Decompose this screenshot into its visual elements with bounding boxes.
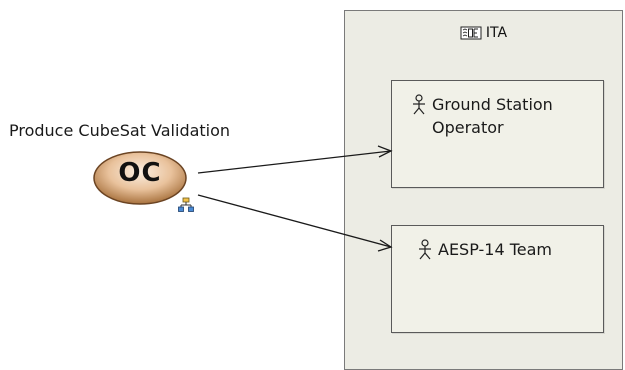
edge-capability-to-ground-station-operator[interactable] (197, 145, 393, 174)
capability-badge: OC (118, 158, 162, 188)
actor-box-aesp-14-team[interactable]: AESP-14 Team (391, 225, 604, 333)
actor-icon (412, 94, 426, 116)
actor-row: AESP-14 Team (418, 238, 552, 261)
edge-capability-to-aesp-14-team[interactable] (197, 194, 393, 252)
organization-icon (460, 26, 482, 40)
capability-label: Produce CubeSat Validation (9, 121, 231, 140)
actor-label: AESP-14 Team (438, 240, 553, 259)
actor-row: Ground Station Operator (412, 93, 553, 139)
actor-box-ground-station-operator[interactable]: Ground Station Operator (391, 80, 604, 188)
actor-icon (418, 239, 432, 261)
organization-name: ITA (485, 25, 508, 41)
capability-node[interactable] (92, 150, 188, 206)
hierarchy-icon[interactable] (178, 197, 194, 213)
organization-header: ITA (345, 25, 622, 41)
actor-label: Ground Station Operator (432, 95, 553, 137)
